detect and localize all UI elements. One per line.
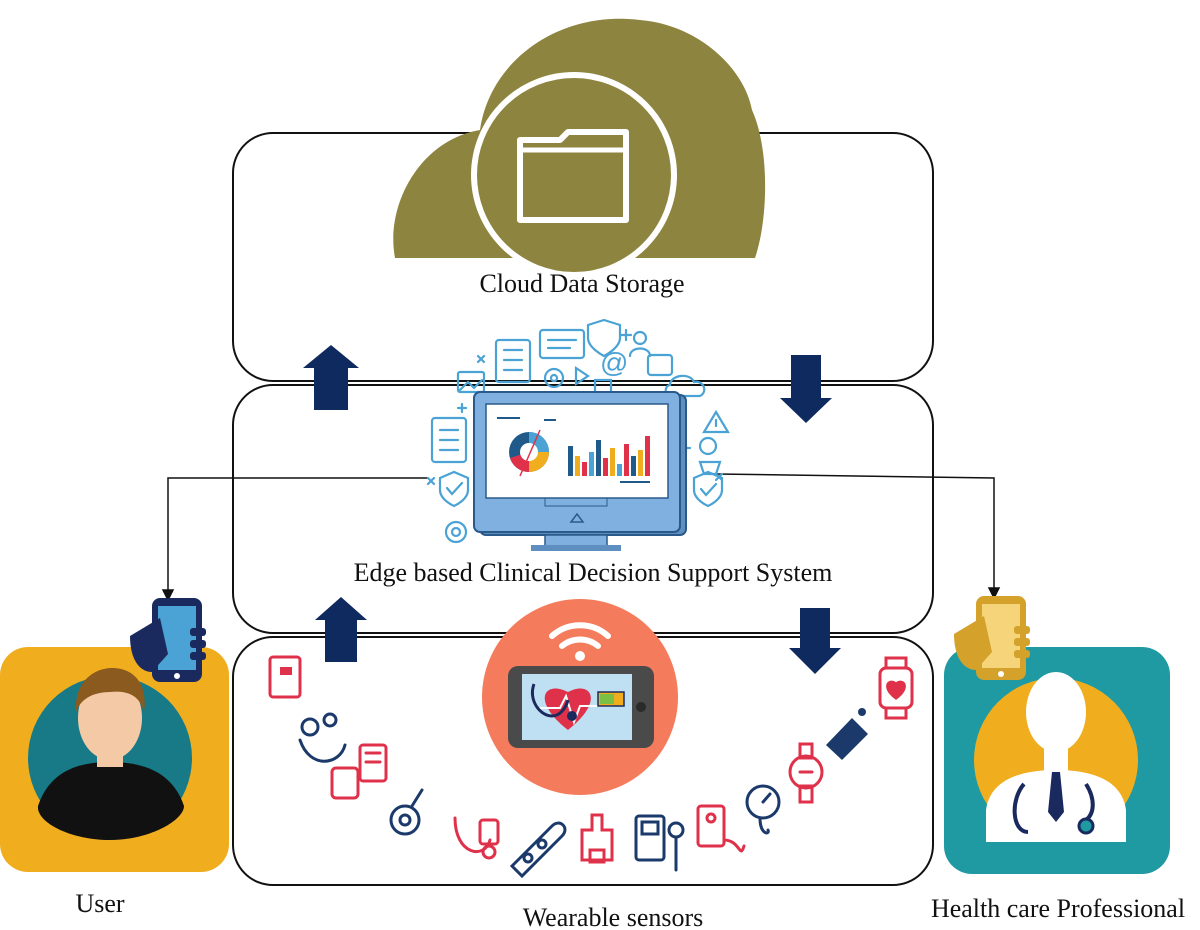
pressure-gauge-icon [745, 784, 781, 835]
blood-pressure-monitor-icon [696, 804, 746, 853]
edge-cdss-label: Edge based Clinical Decision Support Sys… [354, 558, 833, 587]
arrow-up-edge-to-cloud [303, 345, 359, 410]
smartwatch-red-icon [788, 742, 824, 804]
clinical-icons-cluster: @ [426, 318, 730, 544]
infusion-pump-icon [634, 814, 685, 872]
fitness-band-icon [826, 708, 868, 760]
analytics-monitor-icon [473, 391, 687, 551]
user-avatar-icon [0, 647, 229, 872]
doctor-stethoscope-icon [944, 647, 1170, 874]
cloud-data-storage-label: Cloud Data Storage [479, 269, 684, 298]
ecg-monitor-icon [268, 655, 302, 699]
pulse-oximeter-icon [358, 743, 388, 783]
connector-to-professional [715, 473, 1001, 600]
user-label: User [75, 889, 124, 918]
wearable-sensors-label: Wearable sensors [523, 903, 704, 930]
ecg-display-icon [280, 667, 292, 675]
arrow-down-cloud-to-edge [780, 355, 832, 423]
glucose-meter-icon [389, 788, 424, 836]
thermometer-icon [509, 821, 567, 879]
health-care-professional-label: Health care Professional [931, 894, 1185, 923]
heart-rate-watch-icon [878, 656, 914, 720]
wireless-heart-tablet-icon [482, 599, 678, 795]
cloud-folder-icon [393, 18, 766, 278]
user-smartphone-hand-icon [130, 598, 206, 682]
arrow-up-sensors-to-edge [315, 597, 367, 662]
earphones-icon [298, 712, 347, 763]
connector-to-user [161, 477, 428, 602]
bandage-roll-icon [330, 766, 360, 800]
professional-smartphone-hand-icon [954, 596, 1030, 680]
stethoscope-icon [453, 816, 500, 860]
finger-sensor-icon [580, 813, 614, 864]
wearable-sensors-arc [268, 655, 914, 879]
arrow-down-edge-to-sensors [789, 608, 841, 674]
svg-text:@: @ [600, 347, 628, 378]
